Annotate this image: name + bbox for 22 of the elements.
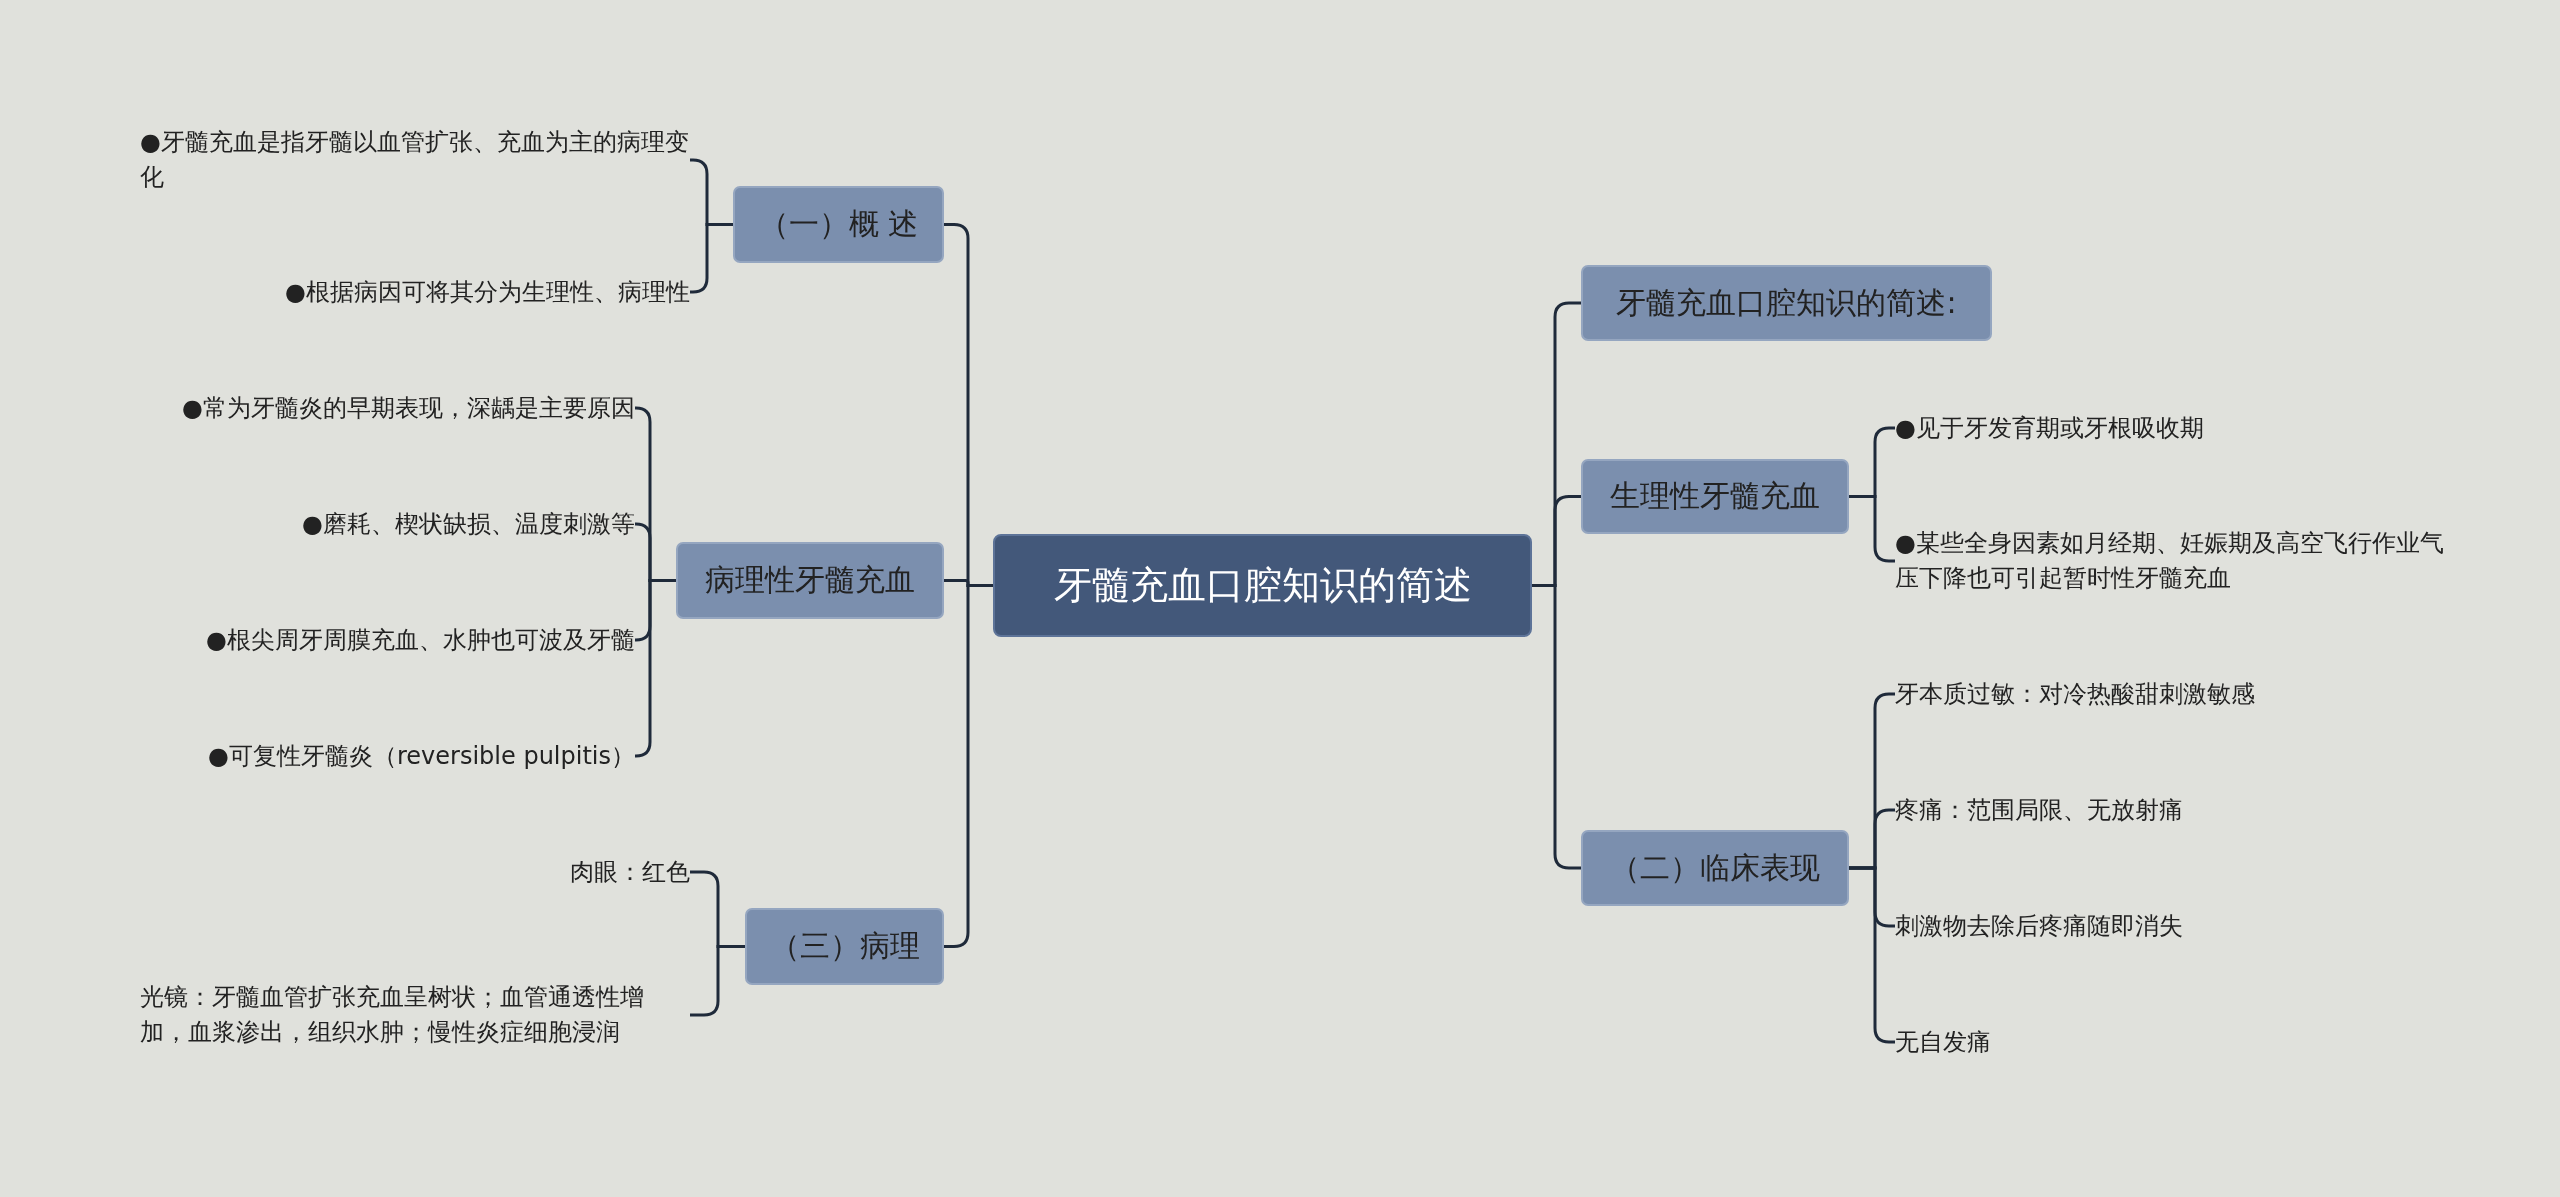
subtopic-text: ●见于牙发育期或牙根吸收期	[1895, 412, 2204, 444]
subtopic-text: 牙本质过敏：对冷热酸甜刺激敏感	[1895, 678, 2255, 710]
central-topic-box: 牙髓充血口腔知识的简述	[993, 534, 1532, 637]
topic-box: （一）概 述	[733, 186, 944, 263]
subtopic-text: 刺激物去除后疼痛随即消失	[1895, 910, 2183, 942]
subtopic-text: 肉眼：红色	[570, 856, 690, 888]
subtopic-text: ●根据病因可将其分为生理性、病理性	[285, 276, 690, 308]
subtopic-text: 无自发痛	[1895, 1026, 1991, 1058]
topic-box: （三）病理	[745, 908, 944, 985]
subtopic-text: ●根尖周牙周膜充血、水肿也可波及牙髓	[206, 624, 635, 656]
subtopic-text: ●可复性牙髓炎（reversible pulpitis）	[208, 740, 635, 772]
subtopic-text: ●某些全身因素如月经期、妊娠期及高空飞行作业气压下降也可引起暂时性牙髓充血	[1895, 528, 2445, 594]
subtopic-text: ●磨耗、楔状缺损、温度刺激等	[302, 508, 635, 540]
subtopic-text: 疼痛：范围局限、无放射痛	[1895, 794, 2183, 826]
subtopic-text: 光镜：牙髓血管扩张充血呈树状；血管通透性增加，血浆渗出，组织水肿；慢性炎症细胞浸润	[140, 982, 645, 1048]
topic-box: （二）临床表现	[1581, 830, 1849, 906]
topic-box: 牙髓充血口腔知识的简述:	[1581, 265, 1992, 341]
topic-box: 病理性牙髓充血	[676, 542, 944, 619]
subtopic-text: ●常为牙髓炎的早期表现，深龋是主要原因	[182, 392, 635, 424]
connector-line	[944, 584, 993, 948]
topic-box: 生理性牙髓充血	[1581, 459, 1849, 534]
subtopic-text: ●牙髓充血是指牙髓以血管扩张、充血为主的病理变化	[140, 127, 690, 193]
